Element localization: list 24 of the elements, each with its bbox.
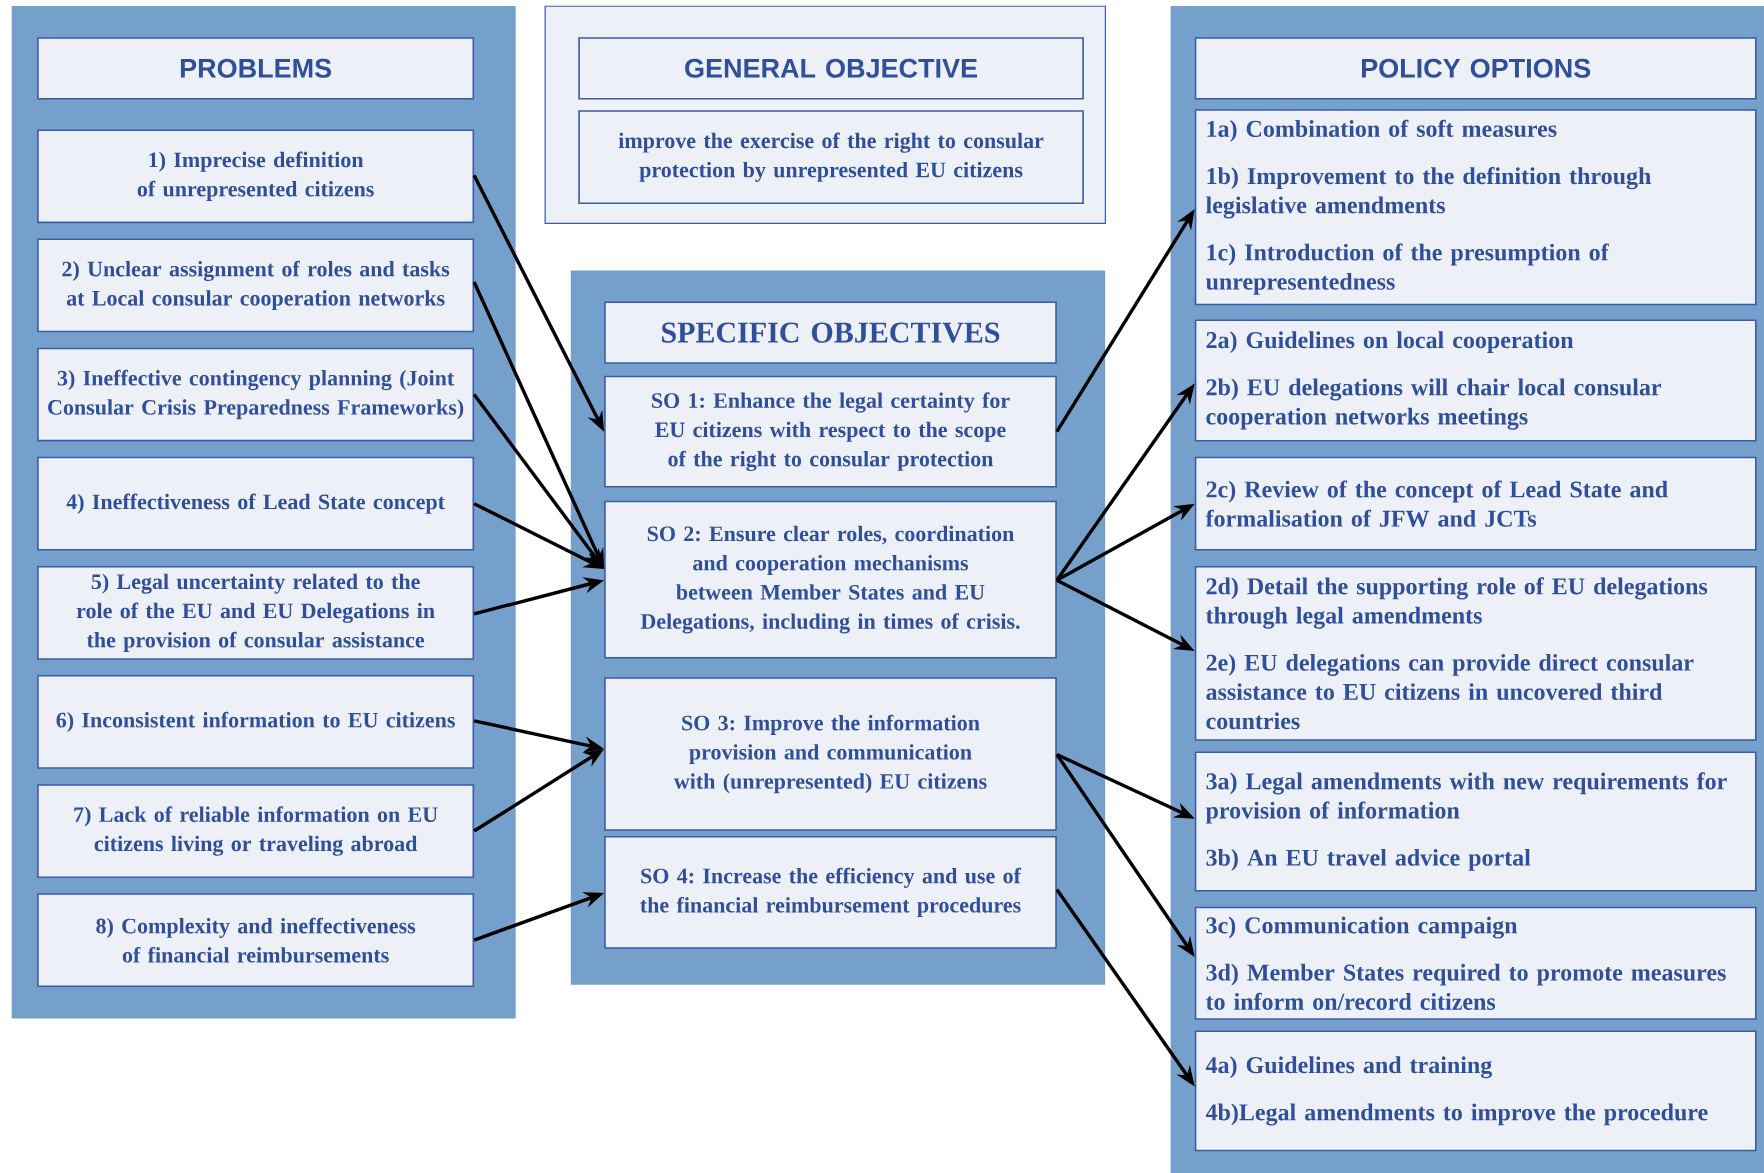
header-box: SPECIFIC OBJECTIVES [604, 301, 1057, 364]
option-box: 2c) Review of the concept of Lead State and formalisation of JFW and JCTs [1194, 456, 1757, 551]
option-box: 4a) Guidelines and training 4b)Legal amendments to improve the procedure [1194, 1030, 1757, 1152]
objective-box: improve the exercise of the right to consular protection by unrepresented EU citizens [578, 110, 1084, 204]
option-box: 3c) Communication campaign 3d) Member States required to promote measures to inform on/record citizens [1194, 906, 1757, 1020]
header-box: POLICY OPTIONS [1194, 36, 1757, 100]
option-box: 2a) Guidelines on local cooperation 2b) EU delegations will chair local consular cooperation networks meetings [1194, 319, 1757, 442]
option-box: 3a) Legal amendments with new requirements for provision of information 3b) An EU travel advice portal [1194, 751, 1757, 892]
problem-box: 3) Ineffective contingency planning (Joint Consular Crisis Preparedness Frameworks) [37, 347, 475, 442]
problem-box: 5) Legal uncertainty related to the role of the EU and EU Delegations in the provision of consular assistance [37, 565, 475, 660]
objective-box: SO 4: Increase the efficiency and use of the financial reimbursement procedures [604, 835, 1057, 949]
problem-box: 6) Inconsistent information to EU citizens [37, 674, 475, 769]
problem-box: 8) Complexity and ineffectiveness of financial reimbursements [37, 893, 475, 987]
header-box: PROBLEMS [37, 36, 475, 100]
option-box: 1a) Combination of soft measures 1b) Improvement to the definition through legislative amendments 1c) Introduction of the presumption of unrepresentedness [1194, 108, 1757, 306]
objective-box: SO 2: Ensure clear roles, coordination and cooperation mechanisms between Member States and EU Delegations, including in times of crisis. [604, 500, 1057, 659]
problem-box: 2) Unclear assignment of roles and tasks at Local consular cooperation networks [37, 238, 475, 333]
problem-box: 1) Imprecise definition of unrepresented citizens [37, 129, 475, 224]
objective-box: SO 1: Enhance the legal certainty for EU citizens with respect to the scope of the right to consular protection [604, 375, 1057, 488]
option-box: 2d) Detail the supporting role of EU delegations through legal amendments 2e) EU delegations can provide direct consular assistance to EU citizens in uncovered third countries [1194, 565, 1757, 741]
problem-box: 4) Ineffectiveness of Lead State concept [37, 456, 475, 551]
objective-box: SO 3: Improve the information provision and communication with (unrepresented) EU citizens [604, 677, 1057, 831]
header-box: GENERAL OBJECTIVE [578, 36, 1084, 100]
problem-box: 7) Lack of reliable information on EU citizens living or traveling abroad [37, 783, 475, 878]
